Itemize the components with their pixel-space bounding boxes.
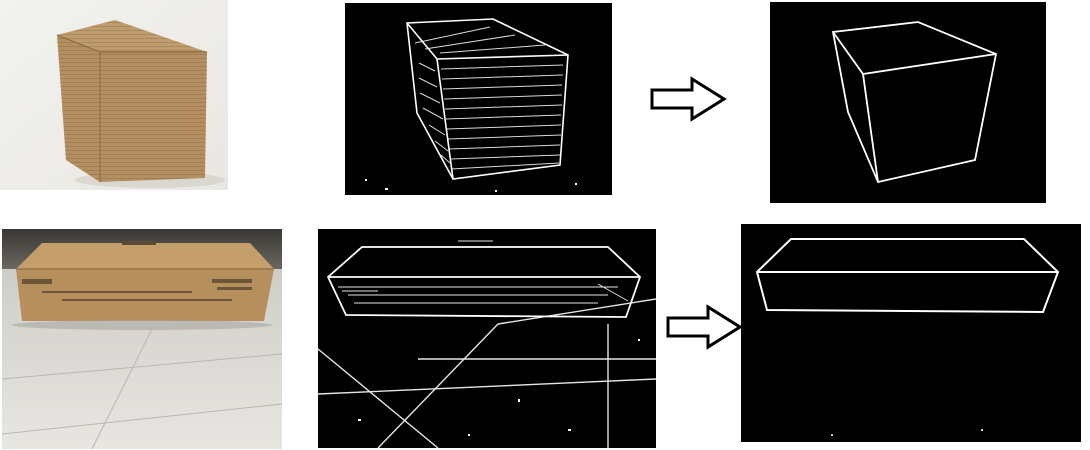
cube-cleaned-edge-map [770,2,1046,203]
cube-raw-edge-map [345,3,612,195]
long-box-photo [2,229,282,449]
right-arrow-icon [648,76,728,122]
right-arrow-icon [664,304,744,350]
cube-box-photo [0,0,228,190]
long-box-cleaned-edge-map [741,224,1081,442]
long-box-raw-edge-map [318,229,656,448]
